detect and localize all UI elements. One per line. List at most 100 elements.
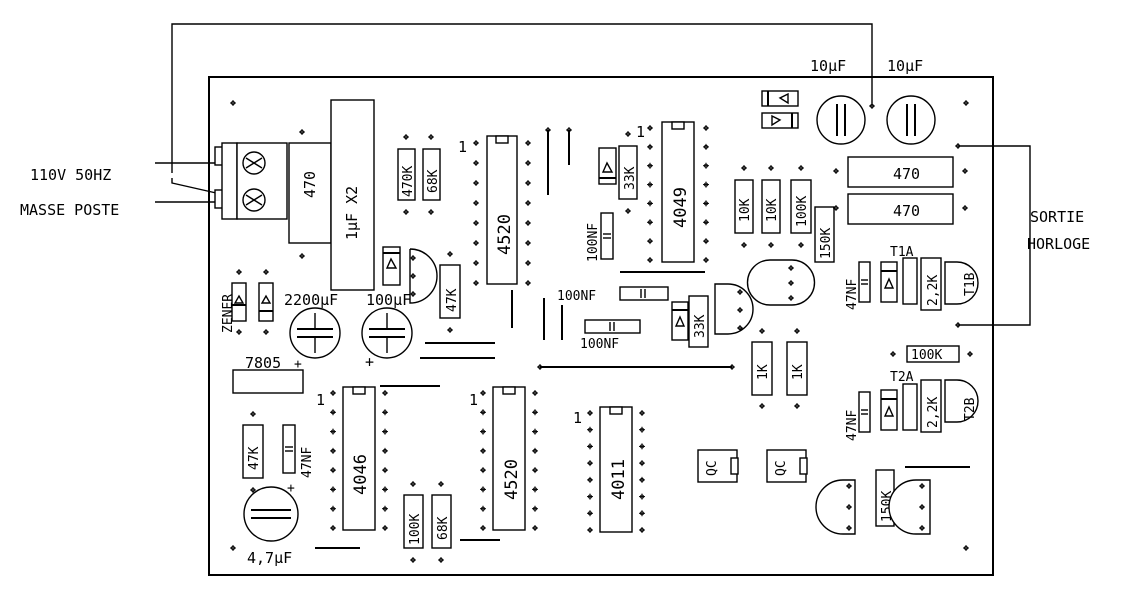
relay-t2a xyxy=(902,383,918,431)
cap-100nf-c xyxy=(584,319,641,334)
label-ic-4520-bot: 4520 xyxy=(502,459,522,500)
label-cap-47: 4,7µF xyxy=(247,549,292,567)
label-r-1k-a: 1K xyxy=(756,364,771,380)
transistor-br-a xyxy=(815,479,856,535)
resistor-470-b xyxy=(847,193,954,225)
label-output-2: HORLOGE xyxy=(1027,235,1090,253)
resistor-150k-a xyxy=(814,206,835,263)
resistor-1k-b xyxy=(786,341,808,396)
label-cap-10b: 10µF xyxy=(887,57,923,75)
label-r-68k-top: 68K xyxy=(426,169,441,193)
pin1-4520-top: 1 xyxy=(458,138,467,156)
plus-100uf: + xyxy=(365,353,374,371)
capacitor-1uf-x2 xyxy=(330,99,375,291)
resistor-470k xyxy=(397,148,416,201)
label-c-100nf-b: 100NF xyxy=(557,289,596,304)
label-c-47nf-c: 47NF xyxy=(300,447,315,478)
label-r-100k-a: 100K xyxy=(795,196,810,227)
label-t2a: T2A xyxy=(890,370,914,385)
resistor-68k-top xyxy=(422,148,441,201)
label-r-22k-b: 2,2K xyxy=(926,397,941,428)
resistor-2-2k-a xyxy=(920,257,942,311)
ic-4011 xyxy=(599,406,633,533)
pcb-traces xyxy=(315,130,970,549)
board-outline xyxy=(208,76,994,576)
pin1-4046: 1 xyxy=(316,391,325,409)
label-r-47k-a: 47K xyxy=(445,288,460,312)
label-cap-2200: 2200µF xyxy=(284,291,338,309)
label-zener: ZENER xyxy=(221,294,236,333)
label-r-470-terminal: 470 xyxy=(301,171,319,198)
label-ground: MASSE POSTE xyxy=(20,201,119,219)
transistor-t2b xyxy=(944,379,979,423)
label-cap-1uf: 1µF X2 xyxy=(343,186,361,240)
cap-47nf-b xyxy=(858,391,871,433)
transistor-t1b xyxy=(944,261,979,305)
label-r-33k-a: 33K xyxy=(623,166,638,190)
ic-4049 xyxy=(661,121,695,263)
resistor-100k-a xyxy=(790,179,812,234)
resistor-100k-b xyxy=(403,494,424,549)
resistor-2-2k-b xyxy=(920,379,942,433)
resistor-33k-b xyxy=(688,295,709,348)
label-r-470k: 470K xyxy=(401,166,416,197)
plus-4-7uf: + xyxy=(287,481,295,496)
label-r-150k-a: 150K xyxy=(819,228,834,259)
transistor-left xyxy=(409,248,438,304)
output-wire xyxy=(958,145,1031,326)
label-qc-b: QC xyxy=(774,460,789,476)
transistor-mid xyxy=(714,283,754,335)
pin1-4049: 1 xyxy=(636,123,645,141)
resistor-47k-b xyxy=(242,424,264,479)
transistor-br-b xyxy=(888,479,931,535)
label-ic-4046: 4046 xyxy=(351,454,371,495)
diode-t1 xyxy=(880,261,898,303)
label-ic-4520-top: 4520 xyxy=(495,214,515,255)
label-r-100k-c: 100K xyxy=(911,348,942,363)
resistor-470-terminal xyxy=(288,142,332,244)
label-ic-4011: 4011 xyxy=(609,459,629,500)
label-cap-10a: 10µF xyxy=(810,57,846,75)
resistor-1k-a xyxy=(751,341,773,396)
label-c-100nf-c: 100NF xyxy=(580,337,619,352)
label-reg: 7805 xyxy=(245,354,281,372)
label-r-10k-a: 10K xyxy=(738,198,753,222)
label-r-470-a: 470 xyxy=(893,165,920,183)
diode-33k-a xyxy=(598,147,617,185)
diode-left xyxy=(382,246,401,286)
resistor-33k-a xyxy=(618,145,638,200)
ic-4520-bottom xyxy=(492,386,526,531)
resistor-10k-a xyxy=(734,179,754,234)
label-r-22k-a: 2,2K xyxy=(926,275,941,306)
resistor-47k-a xyxy=(439,264,461,319)
label-r-100k-b: 100K xyxy=(408,514,423,545)
resistor-100k-c xyxy=(906,345,960,363)
label-qc-a: QC xyxy=(705,460,720,476)
capacitor-10uf-a xyxy=(816,95,866,145)
regulator-7805 xyxy=(232,369,304,394)
terminal-block xyxy=(214,142,288,220)
label-r-470-b: 470 xyxy=(893,202,920,220)
cap-100nf-b xyxy=(619,286,669,301)
diode-t2 xyxy=(880,389,898,431)
label-r-68k-bot: 68K xyxy=(436,516,451,540)
resistor-470-a xyxy=(847,156,954,188)
label-c-100nf-a: 100NF xyxy=(586,223,601,262)
capacitor-2200uf xyxy=(289,307,341,359)
label-input-power: 110V 50HZ xyxy=(30,166,111,184)
pin1-4520-bot: 1 xyxy=(469,391,478,409)
plus-7805: + xyxy=(294,357,302,372)
transistor-center xyxy=(746,259,816,306)
resistor-68k-bot xyxy=(431,494,452,549)
label-c-47nf-b: 47NF xyxy=(845,410,860,441)
label-r-47k-b: 47K xyxy=(247,446,262,470)
capacitor-4-7uf xyxy=(243,486,299,542)
relay-t1a xyxy=(902,257,918,305)
label-t1b: T1B xyxy=(963,272,978,296)
capacitor-10uf-b xyxy=(886,95,936,145)
top-wire xyxy=(171,23,873,173)
capacitor-100uf xyxy=(361,307,413,359)
label-output: SORTIE xyxy=(1030,208,1084,226)
label-cap-100: 100µF xyxy=(366,291,411,309)
